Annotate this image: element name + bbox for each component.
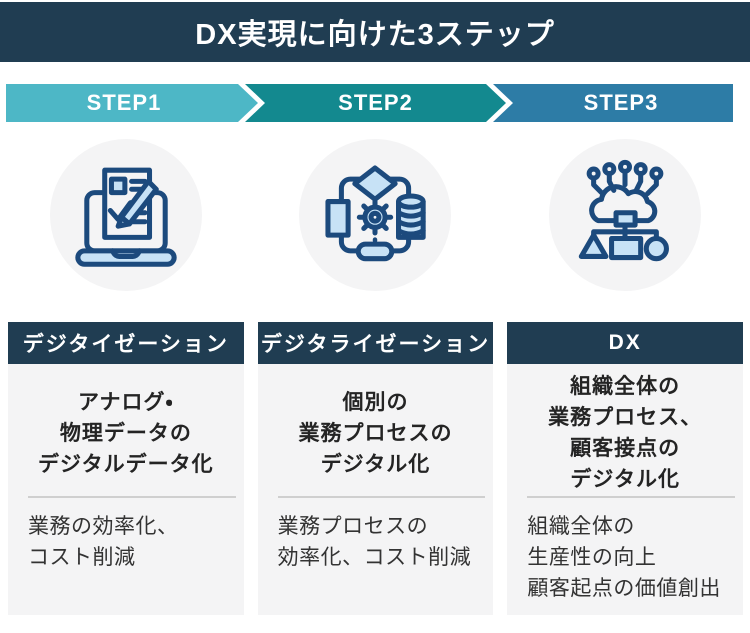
divider xyxy=(527,496,735,498)
card-digitization-body: アナログ・ 物理データの デジタルデータ化 業務の効率化、 コスト削減 xyxy=(8,364,244,615)
summary-line: 業務プロセスの xyxy=(298,421,453,445)
step1-label: STEP1 xyxy=(86,90,162,115)
detail-line: 効率化、コスト削減 xyxy=(277,546,472,569)
summary-line: デジタル化 xyxy=(570,468,680,491)
summary-line: デジタル化 xyxy=(320,452,431,476)
step1-icon-cell xyxy=(8,139,244,291)
summary-line: デジタルデータ化 xyxy=(38,452,214,476)
summary-line: 組織全体の xyxy=(570,375,681,398)
detail-line: コスト削減 xyxy=(28,546,136,569)
card-row: デジタイゼーション アナログ・ 物理データの デジタルデータ化 業務の効率化、 … xyxy=(0,322,750,615)
card-digitalization-summary: 個別の 業務プロセスの デジタル化 xyxy=(258,370,494,496)
summary-line: 顧客接点の xyxy=(570,437,681,460)
step3-arrow: STEP3 xyxy=(493,84,733,122)
step-arrow-band: STEP1 STEP2 STEP3 xyxy=(6,84,733,122)
detail-line: 業務プロセスの xyxy=(277,515,429,538)
card-digitization-summary: アナログ・ 物理データの デジタルデータ化 xyxy=(8,370,244,496)
summary-line: 個別の xyxy=(342,390,409,414)
detail-line: 生産性の向上 xyxy=(527,546,657,569)
step2-arrow: STEP2 xyxy=(245,84,506,122)
divider xyxy=(277,496,486,498)
card-dx-header: DX xyxy=(507,322,743,364)
title-bar: DX実現に向けた3ステップ xyxy=(0,2,750,62)
detail-line: 業務の効率化、 xyxy=(28,515,179,538)
summary-line: アナログ・ xyxy=(77,390,174,414)
card-digitalization: デジタライゼーション 個別の 業務プロセスの デジタル化 業務プロセスの 効率化… xyxy=(257,322,494,615)
icon-row xyxy=(0,139,750,291)
step2-label: STEP2 xyxy=(338,90,413,115)
step2-icon-cell xyxy=(258,139,494,291)
cloud-network-icon xyxy=(549,139,702,291)
card-dx-title: DX xyxy=(608,331,642,354)
step3-icon-cell xyxy=(507,139,743,291)
card-dx-detail: 組織全体の 生産性の向上 顧客起点の価値創出 xyxy=(507,498,743,604)
detail-line: 組織全体の xyxy=(527,515,635,538)
laptop-checklist-icon xyxy=(49,139,202,291)
divider xyxy=(28,496,236,498)
card-digitalization-detail: 業務プロセスの 効率化、コスト削減 xyxy=(258,498,494,573)
step1-arrow: STEP1 xyxy=(6,84,258,122)
step3-label: STEP3 xyxy=(583,90,659,115)
process-gear-icon xyxy=(299,139,452,291)
card-dx-body: 組織全体の 業務プロセス、 顧客接点の デジタル化 組織全体の 生産性の向上 顧… xyxy=(507,364,743,615)
card-dx: DX 組織全体の 業務プロセス、 顧客接点の デジタル化 組織全体の 生産性の向… xyxy=(507,322,743,615)
card-digitization: デジタイゼーション アナログ・ 物理データの デジタルデータ化 業務の効率化、 … xyxy=(8,322,244,615)
summary-line: 業務プロセス、 xyxy=(548,406,703,429)
page-title: DX実現に向けた3ステップ xyxy=(195,19,555,51)
summary-line: 物理データの xyxy=(59,421,192,445)
card-digitization-header: デジタイゼーション xyxy=(8,322,244,364)
card-digitalization-header: デジタライゼーション xyxy=(257,322,494,364)
card-digitalization-title: デジタライゼーション xyxy=(260,333,491,356)
card-digitalization-body: 個別の 業務プロセスの デジタル化 業務プロセスの 効率化、コスト削減 xyxy=(257,364,494,615)
card-digitization-title: デジタイゼーション xyxy=(22,333,229,356)
card-digitization-detail: 業務の効率化、 コスト削減 xyxy=(8,498,244,573)
detail-line: 顧客起点の価値創出 xyxy=(527,577,721,600)
card-dx-summary: 組織全体の 業務プロセス、 顧客接点の デジタル化 xyxy=(507,370,743,496)
